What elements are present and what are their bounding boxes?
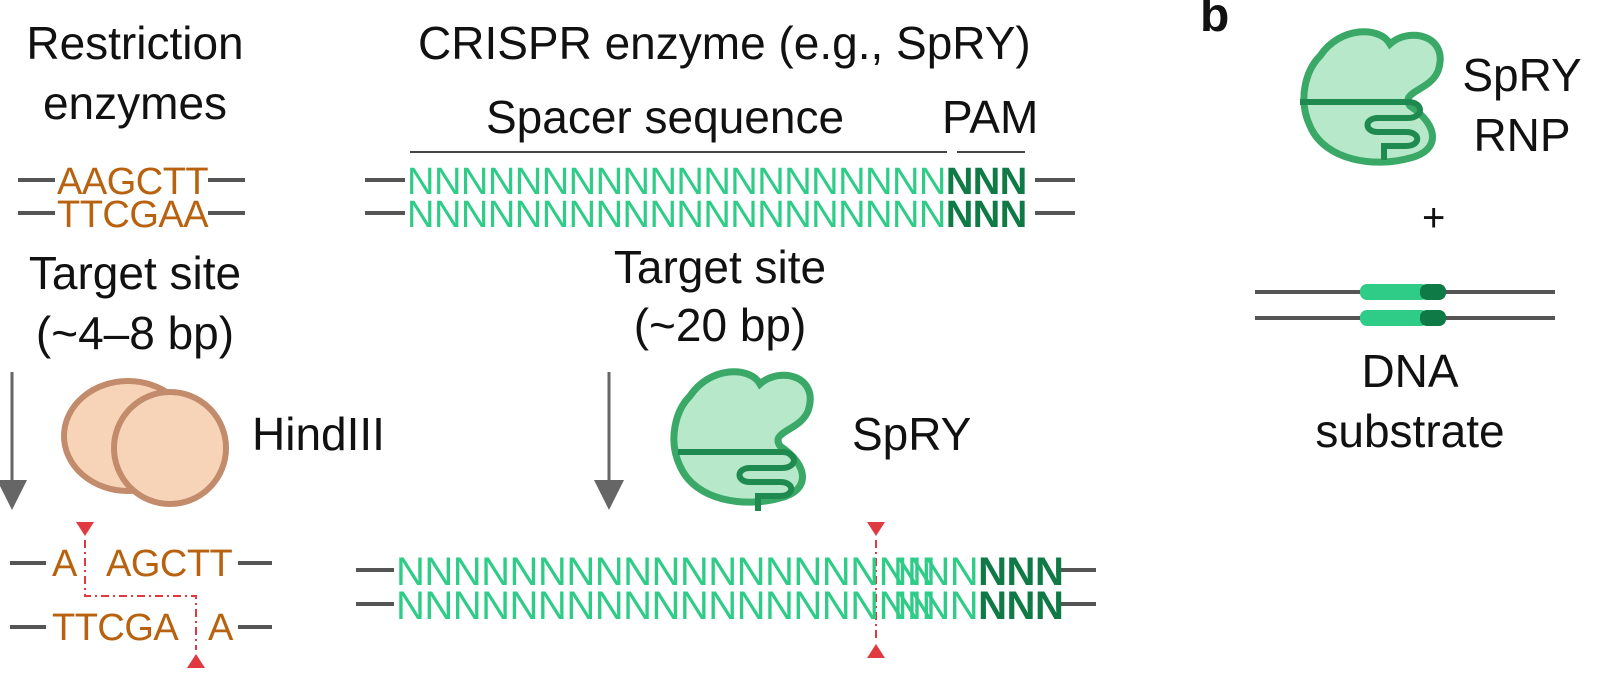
crispr-cut-right-bottom: NNNNNN	[893, 584, 1064, 628]
spacer-bottom-sequence: NNNNNNNNNNNNNNNNNNNN	[407, 194, 946, 236]
restriction-site-dna-lines	[18, 178, 245, 215]
crispr-top-strand: NNNNNNNNNNNNNNNNNNNNNNN	[407, 163, 1027, 201]
crispr-target-line2: (~20 bp)	[633, 299, 807, 351]
restriction-title-line2: enzymes	[42, 77, 228, 129]
pam-top-sequence: NNN	[945, 161, 1027, 203]
crispr-bottom-strand: NNNNNNNNNNNNNNNNNNNNNNN	[407, 196, 1027, 234]
restriction-cut-bottom-right: A	[208, 607, 233, 649]
spry-label: SpRY	[852, 408, 972, 460]
rnp-label-line1: SpRY	[1462, 49, 1582, 101]
pam-bottom-sequence: NNN	[945, 194, 1027, 236]
crispr-cut-left-top: NNNNNNNNNNNNNNNNNNN	[396, 550, 936, 594]
crispr-target-line1: Target site	[613, 241, 827, 293]
dna-substrate-icon	[1255, 284, 1555, 326]
crispr-cut-marker	[867, 522, 885, 658]
crispr-cut-right-top-pam: NNN	[978, 550, 1064, 594]
crispr-cut-left-bottom: NNNNNNNNNNNNNNNNNNN	[396, 584, 936, 628]
restriction-cut-top-left: A	[52, 543, 77, 585]
crispr-title: CRISPR enzyme (e.g., SpRY)	[418, 17, 1031, 69]
substrate-label-line1: DNA	[1361, 345, 1459, 397]
restriction-target-line2: (~4–8 bp)	[35, 307, 235, 359]
crispr-cut-right-top-n: NNN	[893, 550, 979, 594]
hindiii-enzyme-icon	[61, 378, 229, 507]
hindiii-label: HindIII	[252, 408, 385, 460]
pam-label: PAM	[942, 91, 1039, 143]
restriction-top-strand: AAGCTT	[57, 161, 209, 203]
restriction-bottom-strand: TTCGAA	[57, 194, 209, 236]
rnp-label-line2: RNP	[1473, 109, 1571, 161]
substrate-label-line2: substrate	[1315, 405, 1505, 457]
restriction-cut-bottom-left: TTCGA	[52, 607, 179, 649]
spacer-label: Spacer sequence	[486, 91, 845, 143]
restriction-target-line1: Target site	[28, 247, 242, 299]
restriction-title-line1: Restriction	[26, 17, 244, 69]
restriction-cut-dna-lines	[10, 561, 272, 629]
spry-enzyme-icon	[670, 368, 814, 511]
crispr-cut-right-top: NNNNNN	[893, 550, 1064, 594]
crispr-site-dna-lines	[365, 178, 1075, 215]
crispr-cut-dna-lines	[356, 568, 1096, 606]
crispr-cut-right-bottom-n: NNN	[893, 584, 979, 628]
crispr-cut-right-bottom-pam: NNN	[978, 584, 1064, 628]
restriction-cut-top-right: AGCTT	[106, 543, 233, 585]
restriction-cut-marker	[76, 522, 205, 668]
spacer-top-sequence: NNNNNNNNNNNNNNNNNNNN	[407, 161, 946, 203]
spry-rnp-icon	[1300, 28, 1444, 166]
plus-sign: +	[1422, 196, 1446, 240]
panel-b-letter: b	[1200, 0, 1230, 42]
